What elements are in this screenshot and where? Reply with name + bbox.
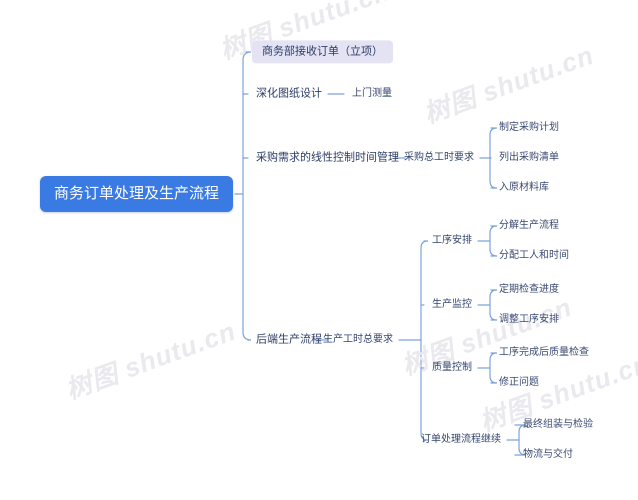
connector: [242, 51, 252, 341]
sub-node-shangmenceliang[interactable]: 上门测量: [352, 88, 392, 99]
sub-node-caigouzonggongshi[interactable]: 采购总工时要求: [404, 152, 474, 163]
sub-node-dingdanchuli[interactable]: 订单处理流程继续: [421, 434, 501, 445]
branch-node-3[interactable]: 采购需求的线性控制时间管理: [256, 151, 399, 164]
sub-node-zhiliangkongzhi[interactable]: 质量控制: [432, 362, 472, 373]
leaf-node-zhiliangkongzhi-1[interactable]: 工序完成后质量检查: [499, 347, 589, 358]
leaf-node-shengchanjiankong-1[interactable]: 定期检查进度: [499, 284, 559, 295]
connector: [489, 127, 498, 189]
leaf-node-zhiliangkongzhi-2[interactable]: 修正问题: [499, 377, 539, 388]
root-node[interactable]: 商务订单处理及生产流程: [40, 176, 234, 212]
leaf-node-gongxuanpai-1[interactable]: 分解生产流程: [499, 220, 559, 231]
sub-node-shengchangongshi[interactable]: 生产工时总要求: [323, 334, 393, 345]
branch-node-4[interactable]: 后端生产流程: [256, 333, 322, 346]
watermark: 树图 shutu.cn: [419, 39, 598, 129]
sub-node-gongxuanpai[interactable]: 工序安排: [432, 235, 472, 246]
leaf-node-caigou-2[interactable]: 列出采购清单: [499, 152, 559, 163]
connector: [489, 225, 498, 257]
leaf-node-gongxuanpai-2[interactable]: 分配工人和时间: [499, 250, 569, 261]
watermark: 树图 shutu.cn: [397, 291, 576, 381]
branch-node-1[interactable]: 商务部接收订单（立项）: [252, 40, 393, 64]
leaf-node-dingdanchuli-2[interactable]: 物流与交付: [523, 449, 573, 460]
leaf-node-dingdanchuli-1[interactable]: 最终组装与检验: [523, 419, 593, 430]
leaf-node-caigou-1[interactable]: 制定采购计划: [499, 122, 559, 133]
sub-node-shengchanjiankong[interactable]: 生产监控: [432, 299, 472, 310]
leaf-node-shengchanjiankong-2[interactable]: 调整工序安排: [499, 314, 559, 325]
branch-node-2[interactable]: 深化图纸设计: [256, 87, 322, 100]
connector: [489, 352, 498, 384]
leaf-node-caigou-3[interactable]: 入原材料库: [499, 182, 549, 193]
watermark: 树图 shutu.cn: [61, 315, 240, 405]
